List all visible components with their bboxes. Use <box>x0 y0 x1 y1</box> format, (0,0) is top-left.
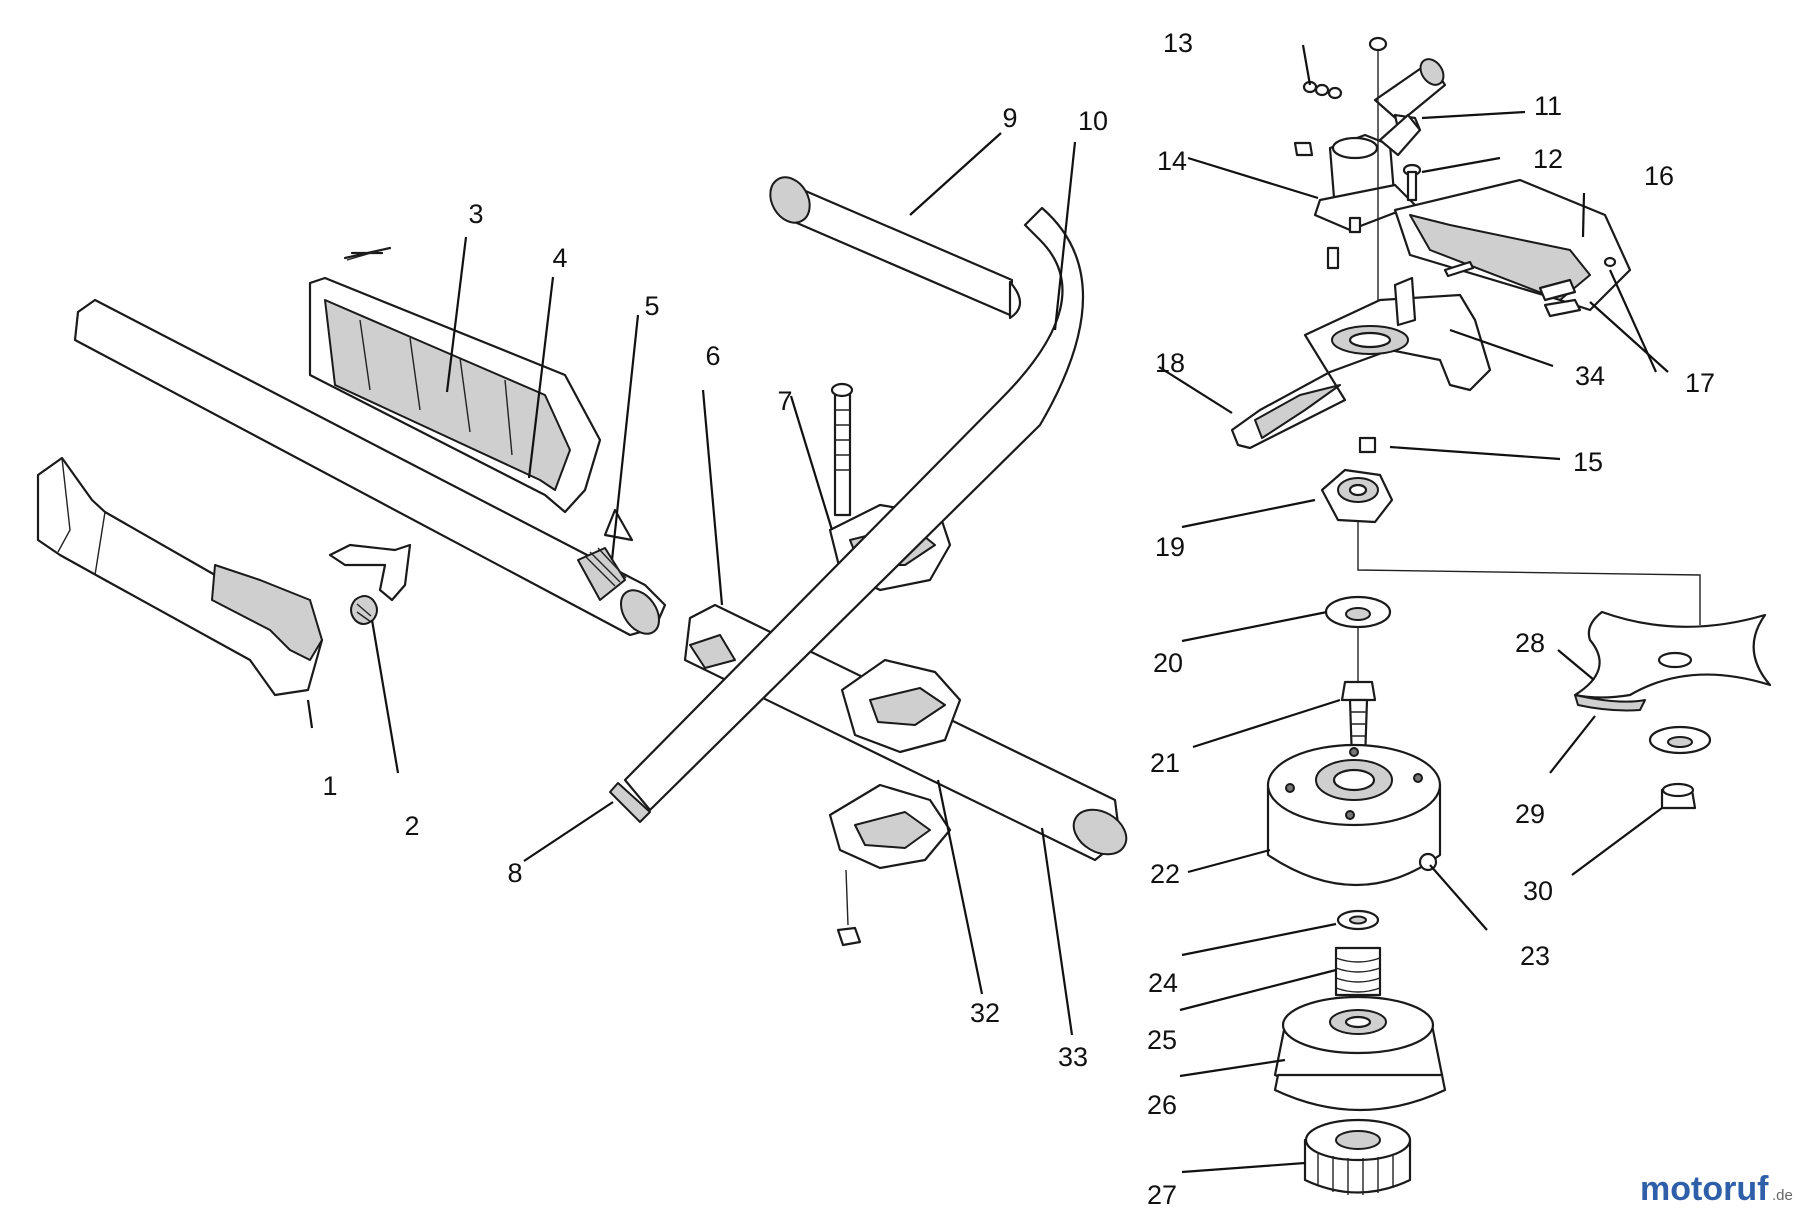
part-19-bearing <box>1320 468 1701 625</box>
callout-32: 32 <box>970 998 1000 1028</box>
callout-20: 20 <box>1153 648 1183 678</box>
callout-33: 33 <box>1058 1042 1088 1072</box>
callout-5: 5 <box>644 291 659 321</box>
part-18-lower-guard <box>1230 276 1492 450</box>
callout-22: 22 <box>1150 859 1180 889</box>
part-26-spool <box>1273 995 1447 1112</box>
callout-34: 34 <box>1575 361 1605 391</box>
callout-27: 27 <box>1147 1180 1177 1210</box>
watermark-tld: .de <box>1772 1187 1793 1204</box>
callout-8: 8 <box>507 858 522 888</box>
callout-11: 11 <box>1534 91 1562 121</box>
callout-3: 3 <box>468 199 483 229</box>
callout-18: 18 <box>1155 348 1185 378</box>
watermark-brand-text: motoruf <box>1640 1170 1769 1208</box>
part-25-spring <box>1334 946 1382 997</box>
callout-13: 13 <box>1163 28 1193 58</box>
callout-23: 23 <box>1520 941 1550 971</box>
part-16-guard <box>1393 178 1632 318</box>
part-3-4-shell-halves <box>308 246 602 514</box>
handle-clamp-lower <box>828 783 952 947</box>
part-14-gear-head <box>1293 113 1422 270</box>
part-28-blade <box>1573 610 1772 712</box>
part-27-bump-knob <box>1303 1118 1412 1195</box>
part-29-blade-cup <box>1648 725 1712 755</box>
callout-15: 15 <box>1573 447 1603 477</box>
callout-1: 1 <box>322 771 337 801</box>
callout-2: 2 <box>404 811 419 841</box>
part-2-throttle-lever-spring <box>328 543 412 625</box>
part-9-10-handlebar <box>609 176 1085 823</box>
callout-30: 30 <box>1523 876 1553 906</box>
callout-25: 25 <box>1147 1025 1177 1055</box>
part-21-spindle-bolt <box>1340 628 1377 762</box>
callout-7: 7 <box>777 386 792 416</box>
callout-21: 21 <box>1150 748 1180 778</box>
callout-14: 14 <box>1157 146 1187 176</box>
part-15-screw <box>1358 436 1377 454</box>
watermark: motoruf .de <box>1640 1170 1793 1208</box>
callout-4: 4 <box>552 243 567 273</box>
part-12-screw <box>1402 163 1422 202</box>
callout-numbers: 1 2 3 4 5 6 7 8 9 10 11 12 13 14 15 16 1… <box>322 28 1715 1210</box>
callout-10: 10 <box>1078 106 1108 136</box>
leader-lines <box>306 44 1669 1174</box>
part-1-housing <box>36 456 324 697</box>
callout-29: 29 <box>1515 799 1545 829</box>
part-13-screw-washers <box>1302 80 1343 100</box>
callout-17: 17 <box>1685 368 1715 398</box>
part-24-washer <box>1336 909 1380 931</box>
part-20-cup-washer <box>1324 595 1392 629</box>
callout-6: 6 <box>705 341 720 371</box>
callout-9: 9 <box>1002 103 1017 133</box>
top-nut <box>1368 36 1388 300</box>
callout-28: 28 <box>1515 628 1545 658</box>
callout-19: 19 <box>1155 532 1185 562</box>
drive-tube <box>73 298 667 637</box>
part-30-blade-nut <box>1660 782 1697 810</box>
watermark-brand: motoruf <box>1640 1170 1769 1208</box>
callout-12: 12 <box>1533 144 1563 174</box>
callout-24: 24 <box>1148 968 1178 998</box>
handle-clamp-middle <box>840 658 962 754</box>
callout-16: 16 <box>1644 161 1674 191</box>
part-22-trimmer-hub <box>1266 743 1442 886</box>
callout-26: 26 <box>1147 1090 1177 1120</box>
